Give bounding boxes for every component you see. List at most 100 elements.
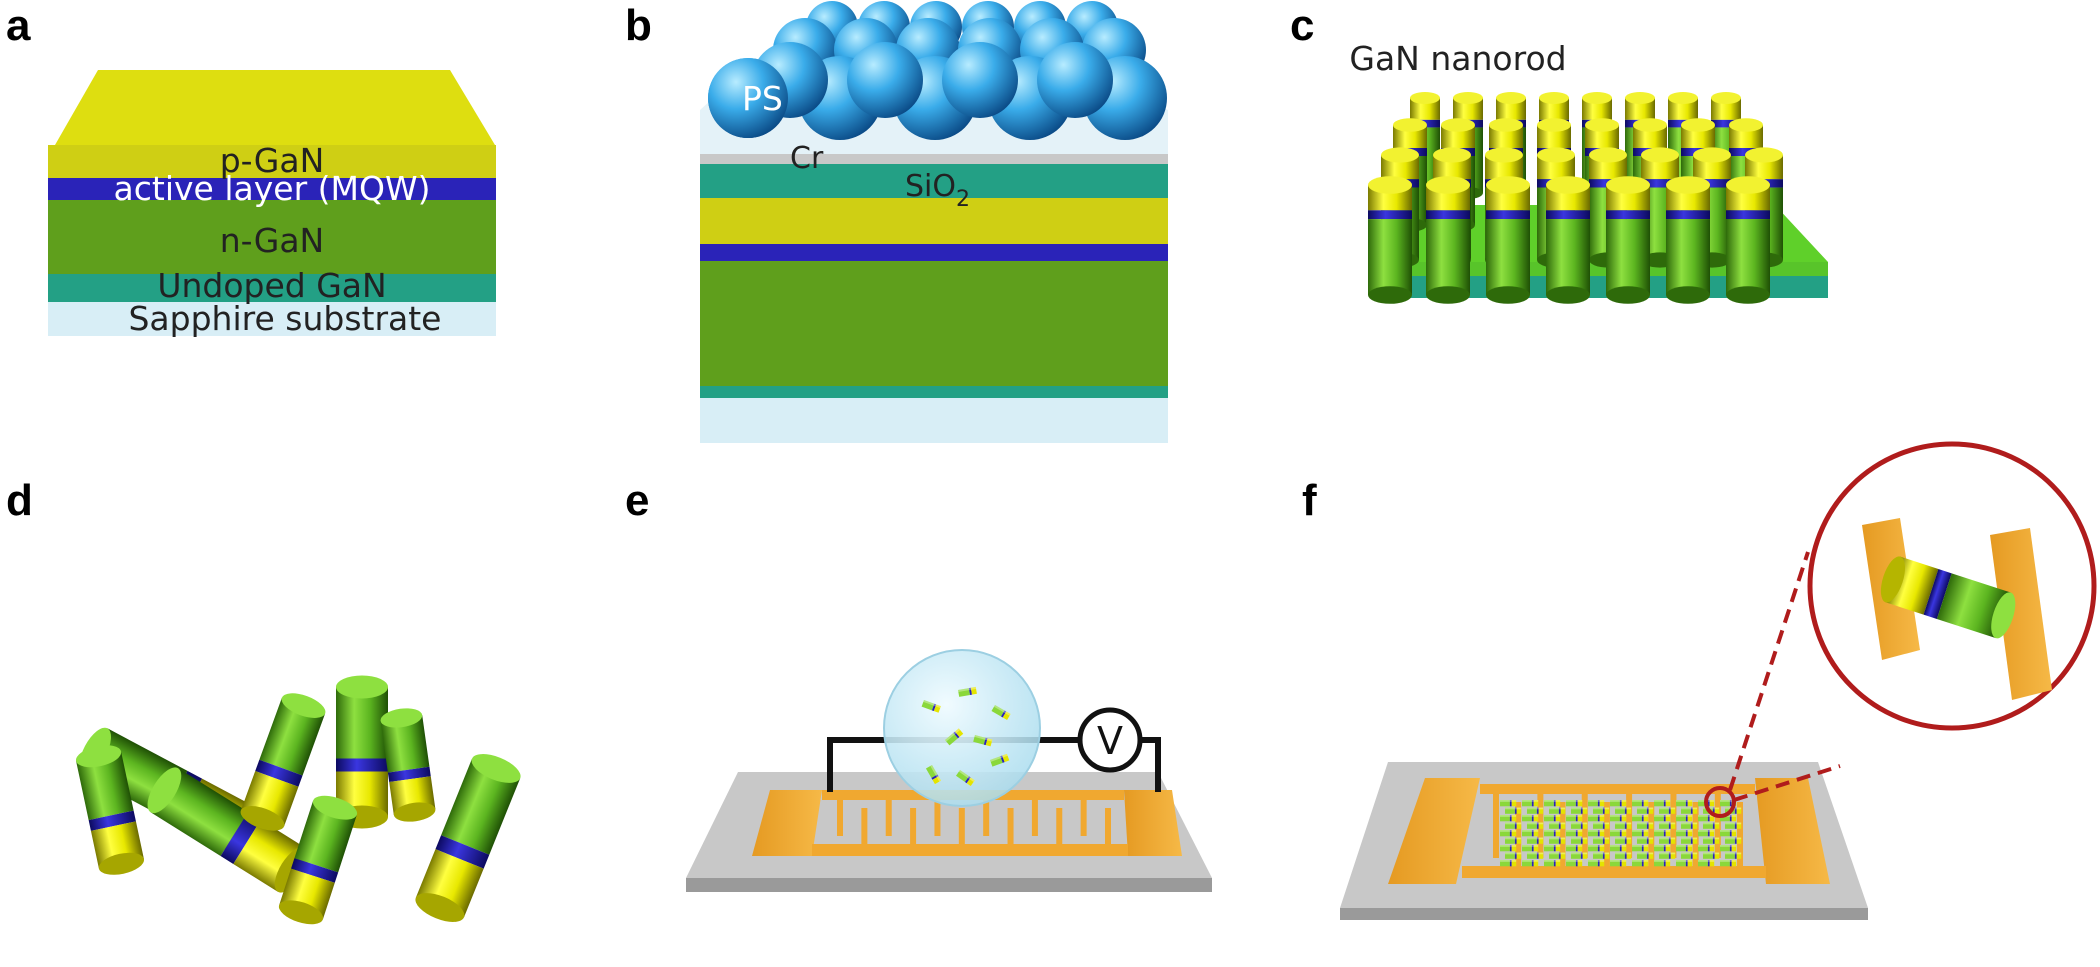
e-finger-8 xyxy=(1007,808,1014,844)
aligned-rod-87 xyxy=(1703,852,1720,859)
aligned-rod-66 xyxy=(1725,837,1742,844)
e-finger-7 xyxy=(983,800,990,836)
aligned-rod-32 xyxy=(1698,815,1715,822)
e-wire-right xyxy=(1142,737,1161,792)
aligned-rod-16 xyxy=(1593,807,1610,814)
nanorod-27 xyxy=(1486,176,1530,304)
panel-b: b xyxy=(625,1,1168,443)
aligned-rod-27 xyxy=(1588,815,1605,822)
undoped-gan-label: Undoped GaN xyxy=(157,266,386,305)
aligned-rod-86 xyxy=(1681,852,1698,859)
n-gan-label: n-GaN xyxy=(220,221,325,260)
aligned-rod-88 xyxy=(1725,852,1742,859)
f-finger-8 xyxy=(1648,802,1655,866)
aligned-rod-15 xyxy=(1571,807,1588,814)
aligned-rod-1 xyxy=(1500,800,1517,807)
panel-e: e V xyxy=(625,476,1212,892)
aligned-rod-60 xyxy=(1593,837,1610,844)
aligned-rod-89 xyxy=(1500,860,1517,867)
aligned-rod-99 xyxy=(1720,860,1737,867)
aligned-rod-67 xyxy=(1500,845,1517,852)
aligned-rod-47 xyxy=(1544,830,1561,837)
aligned-rod-39 xyxy=(1615,822,1632,829)
aligned-rod-72 xyxy=(1610,845,1627,852)
aligned-rod-6 xyxy=(1610,800,1627,807)
inset-nanorod xyxy=(1880,556,2016,639)
sio2-label-base: SiO xyxy=(905,169,956,204)
f-left-pad xyxy=(1388,778,1480,884)
cr-label: Cr xyxy=(790,141,824,176)
aligned-rod-48 xyxy=(1566,830,1583,837)
aligned-rod-19 xyxy=(1659,807,1676,814)
e-interdigitated-fingers xyxy=(837,800,1111,844)
aligned-rod-69 xyxy=(1544,845,1561,852)
aligned-rod-85 xyxy=(1659,852,1676,859)
mqw-layer xyxy=(48,178,496,200)
aligned-rod-30 xyxy=(1654,815,1671,822)
aligned-rod-61 xyxy=(1615,837,1632,844)
aligned-rod-63 xyxy=(1659,837,1676,844)
nanorod-array xyxy=(1368,92,1783,304)
f-finger-2 xyxy=(1515,802,1522,866)
nanorod-28 xyxy=(1546,176,1590,304)
aligned-rod-29 xyxy=(1632,815,1649,822)
aligned-rod-95 xyxy=(1632,860,1649,867)
aligned-rod-4 xyxy=(1566,800,1583,807)
aligned-rod-18 xyxy=(1637,807,1654,814)
magnify-target-circle xyxy=(1704,786,1736,818)
aligned-rod-96 xyxy=(1654,860,1671,867)
panel-f-label: f xyxy=(1302,476,1317,525)
aligned-rod-43 xyxy=(1703,822,1720,829)
loose-nanorod-3 xyxy=(147,767,309,893)
aligned-rod-50 xyxy=(1610,830,1627,837)
aligned-rod-83 xyxy=(1615,852,1632,859)
panel-c: c GaN nanorod xyxy=(1290,1,1828,304)
aligned-rod-37 xyxy=(1571,822,1588,829)
loose-nanorod-8 xyxy=(415,754,521,922)
aligned-rod-78 xyxy=(1505,852,1522,859)
aligned-rod-42 xyxy=(1681,822,1698,829)
panel-e-label: e xyxy=(625,476,649,525)
e-finger-4 xyxy=(910,808,917,844)
f-right-pad xyxy=(1755,778,1830,884)
aligned-rod-54 xyxy=(1698,830,1715,837)
aligned-rod-14 xyxy=(1549,807,1566,814)
aligned-rod-23 xyxy=(1500,815,1517,822)
aligned-rod-31 xyxy=(1676,815,1693,822)
undoped-layer-b xyxy=(700,386,1168,398)
aligned-rod-59 xyxy=(1571,837,1588,844)
panel-a-label: a xyxy=(6,1,31,50)
aligned-rod-35 xyxy=(1527,822,1544,829)
sapphire-layer xyxy=(48,302,496,336)
ps-label: PS xyxy=(742,79,783,118)
aligned-rod-46 xyxy=(1522,830,1539,837)
e-finger-10 xyxy=(1056,808,1063,844)
e-bottom-bus xyxy=(812,844,1128,856)
aligned-rod-62 xyxy=(1637,837,1654,844)
f-aligned-nanorods xyxy=(1500,800,1742,867)
aligned-rod-81 xyxy=(1571,852,1588,859)
aligned-rod-90 xyxy=(1522,860,1539,867)
aligned-rod-44 xyxy=(1725,822,1742,829)
aligned-rod-84 xyxy=(1637,852,1654,859)
aligned-rod-41 xyxy=(1659,822,1676,829)
nanorod-26 xyxy=(1426,176,1470,304)
p-gan-layer xyxy=(48,145,496,178)
aligned-rod-73 xyxy=(1632,845,1649,852)
aligned-rod-64 xyxy=(1681,837,1698,844)
nanorod-31 xyxy=(1726,176,1770,304)
e-left-pad xyxy=(752,790,822,856)
aligned-rod-98 xyxy=(1698,860,1715,867)
loose-nanorod-6 xyxy=(380,708,436,822)
aligned-rod-17 xyxy=(1615,807,1632,814)
sio2-label: SiO2 xyxy=(905,169,970,212)
e-finger-2 xyxy=(861,808,868,844)
aligned-rod-28 xyxy=(1610,815,1627,822)
undoped-gan-layer xyxy=(48,274,496,302)
sio2-layer xyxy=(700,164,1168,198)
e-right-pad xyxy=(1124,790,1182,856)
loose-nanorod-4 xyxy=(240,693,326,831)
aligned-rod-5 xyxy=(1588,800,1605,807)
aligned-rod-70 xyxy=(1566,845,1583,852)
